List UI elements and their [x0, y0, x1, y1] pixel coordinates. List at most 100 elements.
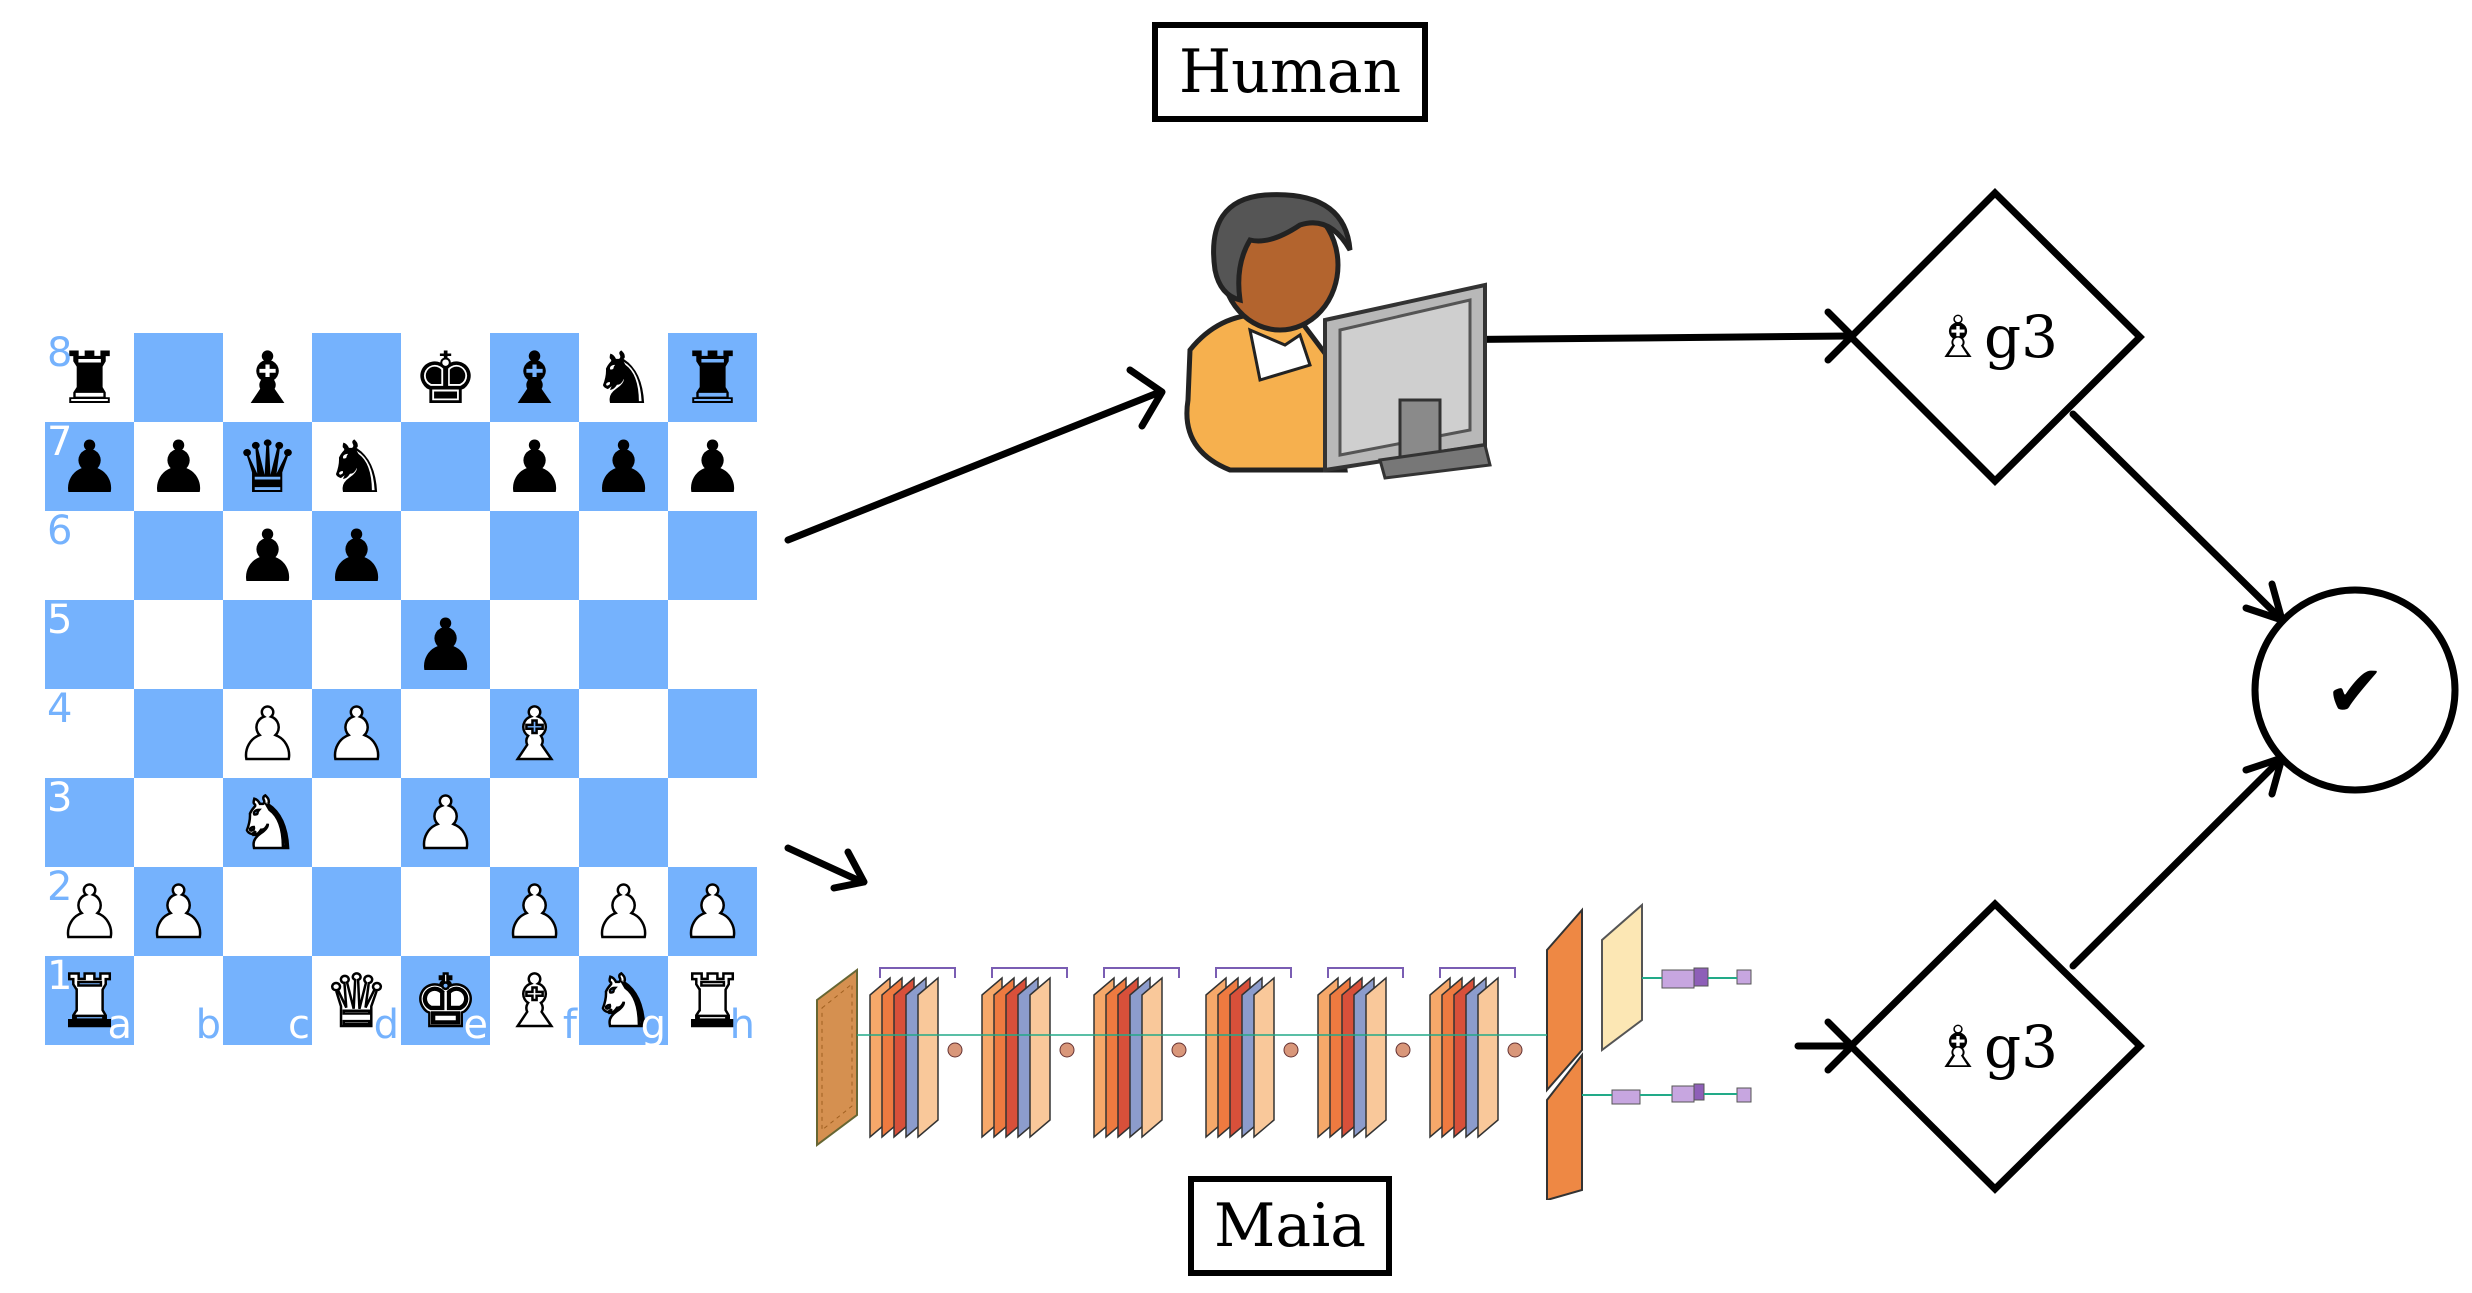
square-d1: d♛: [312, 956, 401, 1045]
square-c7: ♛: [223, 422, 312, 511]
arrow-maia-to-move: [1794, 1018, 1856, 1074]
nn-add-node: [947, 1042, 963, 1058]
arrow-board-to-human: [784, 366, 1166, 544]
square-d8: [312, 333, 401, 422]
maia-label-box: Maia: [1188, 1176, 1392, 1276]
chess-piece: ♟: [679, 869, 746, 954]
nn-add-node: [1395, 1042, 1411, 1058]
chess-piece: ♟: [234, 691, 301, 776]
maia-label: Maia: [1213, 1191, 1367, 1261]
chess-piece: ♛: [323, 958, 390, 1043]
square-e1: e♚: [401, 956, 490, 1045]
arrow-human-move-to-result: [2069, 410, 2286, 624]
chess-piece: ♜: [679, 958, 746, 1043]
chess-piece: ♟: [145, 869, 212, 954]
square-a8: 8♜: [45, 333, 134, 422]
square-c5: [223, 600, 312, 689]
square-d7: ♞: [312, 422, 401, 511]
rank-label: 6: [47, 508, 73, 554]
square-a7: 7♟: [45, 422, 134, 511]
human-move-text: ♗g3: [1932, 303, 2058, 371]
nn-skip-connection: [879, 967, 956, 978]
square-g6: [579, 511, 668, 600]
square-f5: [490, 600, 579, 689]
check-icon: ✔: [2325, 649, 2385, 733]
rank-label: 1: [47, 953, 73, 999]
square-c3: ♞: [223, 778, 312, 867]
rank-label: 5: [47, 597, 73, 643]
square-f3: [490, 778, 579, 867]
square-d5: [312, 600, 401, 689]
chess-piece: ♟: [56, 869, 123, 954]
square-f6: [490, 511, 579, 600]
nn-add-node: [1283, 1042, 1299, 1058]
square-f7: ♟: [490, 422, 579, 511]
square-f2: ♟: [490, 867, 579, 956]
square-b6: [134, 511, 223, 600]
square-g3: [579, 778, 668, 867]
file-label: c: [288, 1002, 310, 1048]
square-h7: ♟: [668, 422, 757, 511]
square-b1: b: [134, 956, 223, 1045]
square-b8: [134, 333, 223, 422]
chess-piece: ♟: [324, 513, 389, 598]
square-b4: [134, 689, 223, 778]
square-e7: [401, 422, 490, 511]
square-e4: [401, 689, 490, 778]
nn-layer: [1141, 976, 1163, 1139]
file-label: h: [729, 1002, 755, 1048]
chess-piece: ♟: [680, 424, 745, 509]
nn-add-node: [1059, 1042, 1075, 1058]
maia-move-text: ♗g3: [1932, 1013, 2058, 1081]
nn-layer: [1253, 976, 1275, 1139]
file-label: b: [195, 1002, 221, 1048]
file-label: f: [562, 1002, 577, 1048]
nn-skip-connection: [991, 967, 1068, 978]
chess-piece: ♝: [501, 691, 568, 776]
chess-piece: ♞: [234, 780, 301, 865]
square-g4: [579, 689, 668, 778]
rank-label: 4: [47, 686, 73, 732]
square-c4: ♟: [223, 689, 312, 778]
nn-layer: [1365, 976, 1387, 1139]
square-d2: [312, 867, 401, 956]
chess-piece: ♟: [591, 424, 656, 509]
square-e8: ♚: [401, 333, 490, 422]
square-h6: [668, 511, 757, 600]
nn-skip-connection: [1439, 967, 1516, 978]
square-e6: [401, 511, 490, 600]
file-label: d: [373, 1002, 399, 1048]
square-f4: ♝: [490, 689, 579, 778]
square-h2: ♟: [668, 867, 757, 956]
maia-move-diamond: [1846, 899, 2145, 1194]
square-e2: [401, 867, 490, 956]
square-a3: 3: [45, 778, 134, 867]
square-f1: f♝: [490, 956, 579, 1045]
nn-skip-connection: [1215, 967, 1292, 978]
nn-layer: [1477, 976, 1499, 1139]
nn-add-node: [1507, 1042, 1523, 1058]
rank-label: 7: [47, 419, 73, 465]
square-a4: 4: [45, 689, 134, 778]
rank-label: 8: [47, 330, 73, 376]
square-d4: ♟: [312, 689, 401, 778]
square-g5: [579, 600, 668, 689]
file-label: g: [640, 1002, 666, 1048]
chess-piece: ♞: [591, 335, 656, 420]
chess-piece: ♟: [590, 869, 657, 954]
square-c2: [223, 867, 312, 956]
arrow-maia-move-to-result: [2069, 754, 2286, 970]
rank-label: 3: [47, 775, 73, 821]
person-at-computer-icon: [1184, 192, 1492, 480]
chess-piece: ♟: [413, 602, 478, 687]
chess-piece: ♟: [235, 513, 300, 598]
square-b5: [134, 600, 223, 689]
nn-skip-connection: [1327, 967, 1404, 978]
chess-piece: ♝: [502, 335, 567, 420]
square-g7: ♟: [579, 422, 668, 511]
square-e3: ♟: [401, 778, 490, 867]
square-f8: ♝: [490, 333, 579, 422]
file-label: a: [107, 1002, 132, 1048]
square-h3: [668, 778, 757, 867]
